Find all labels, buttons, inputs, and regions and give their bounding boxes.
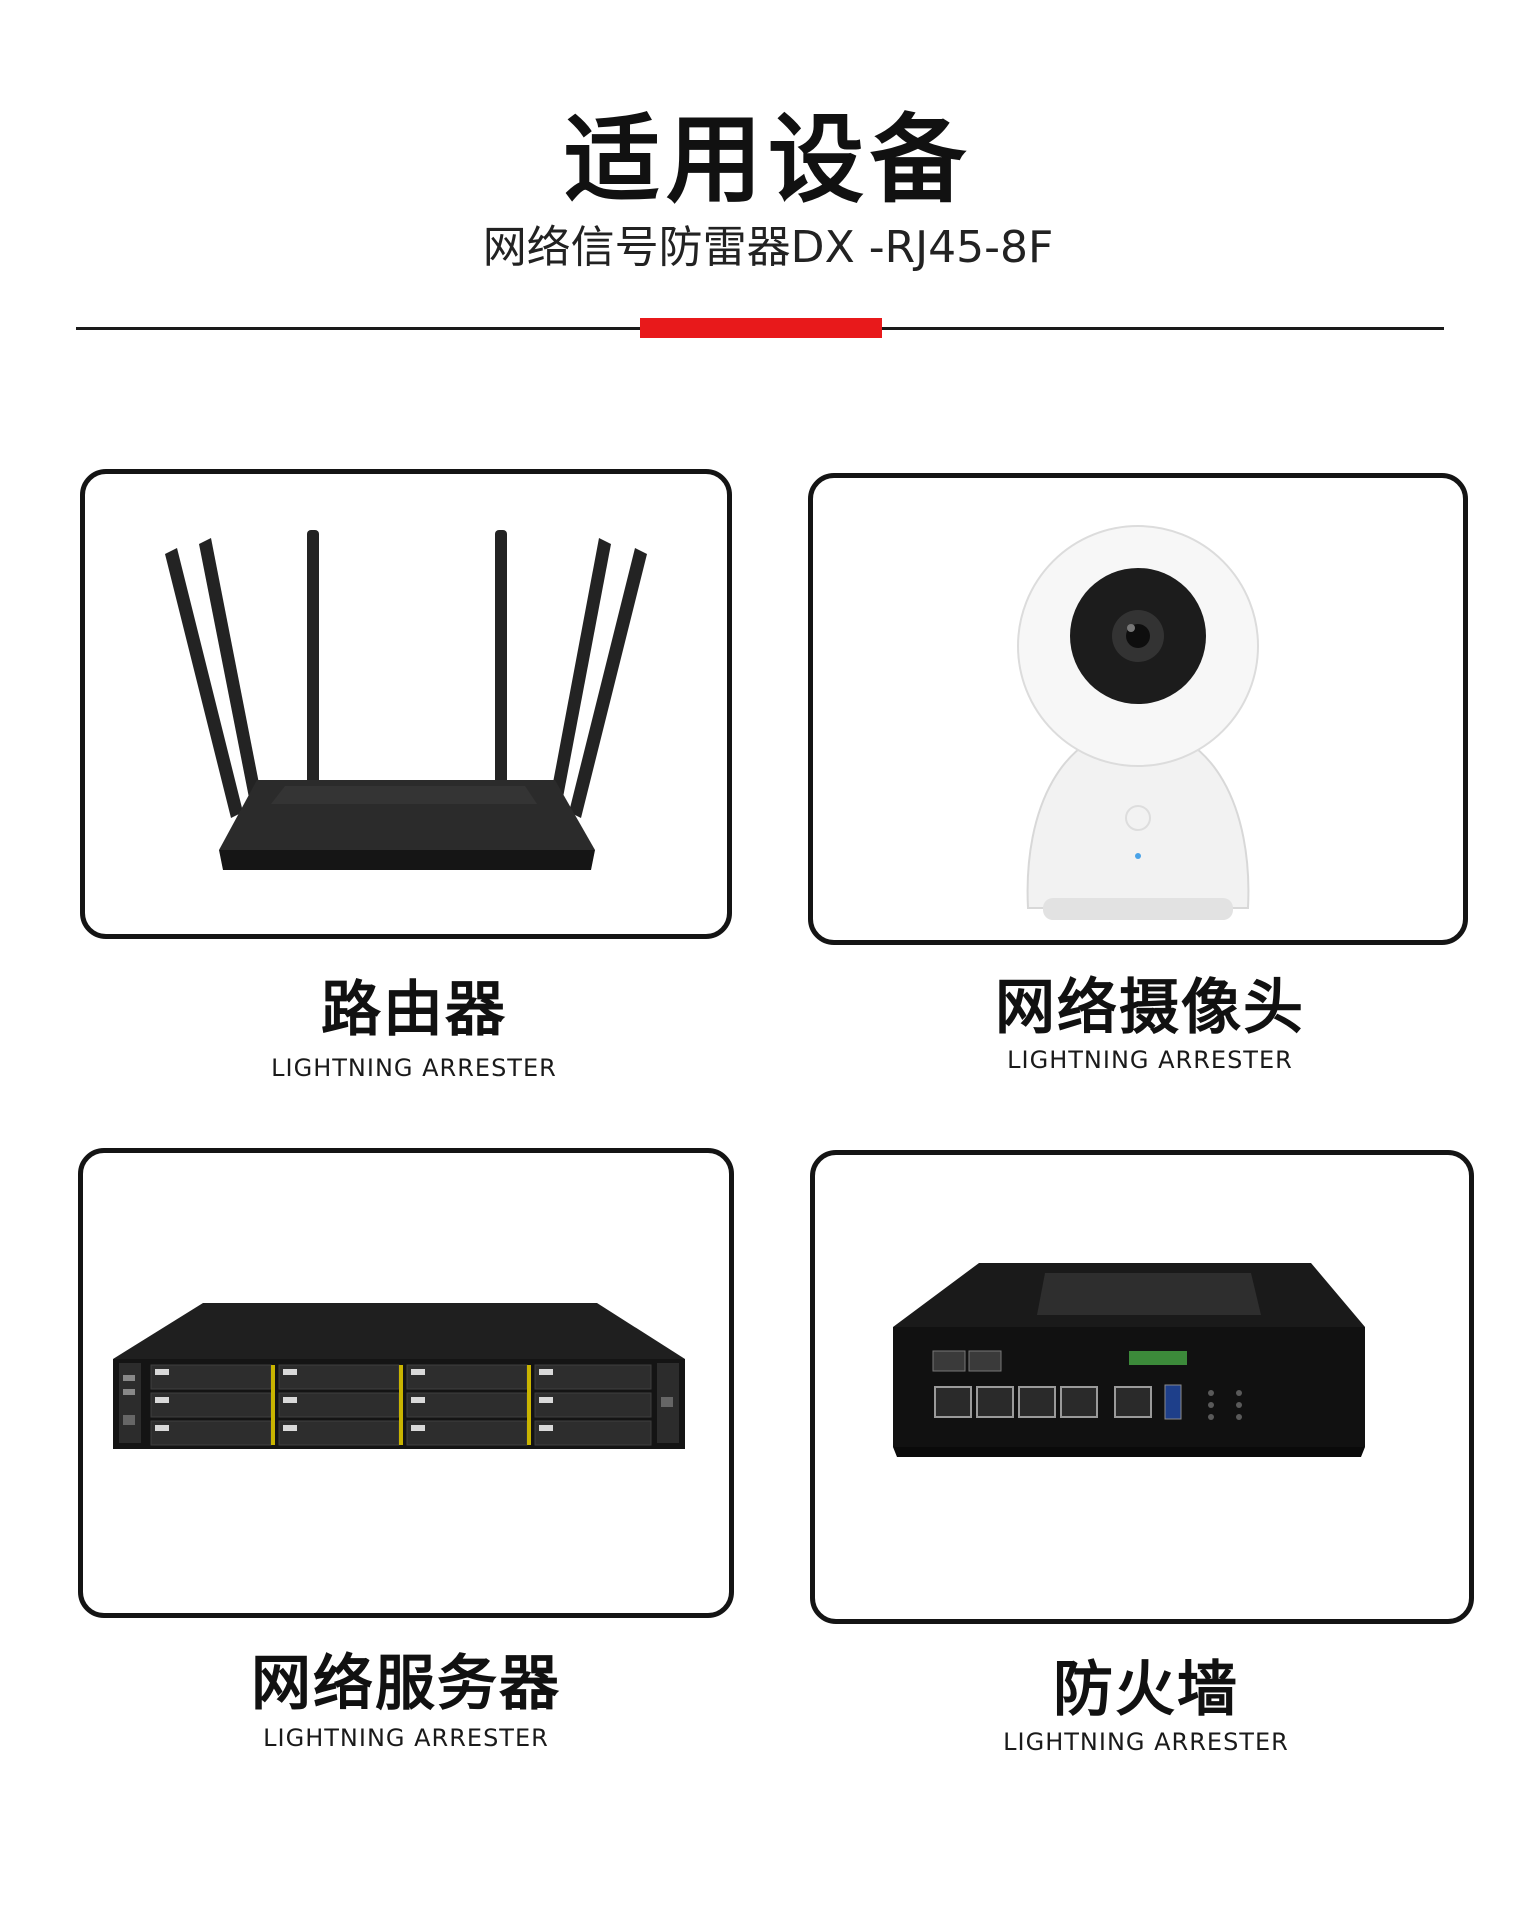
device-name-router: 路由器 <box>321 975 507 1045</box>
device-caption-firewall: LIGHTNING ARRESTER <box>1003 1728 1289 1756</box>
page-title: 适用设备 <box>564 104 972 216</box>
firewall-appliance-icon <box>893 1263 1365 1457</box>
ip-camera-icon <box>1017 525 1259 920</box>
device-card-ip-camera <box>808 473 1468 945</box>
device-name-ip-camera: 网络摄像头 <box>995 973 1305 1043</box>
router-icon <box>165 530 647 870</box>
device-card-rack-server <box>78 1148 734 1618</box>
device-caption-router: LIGHTNING ARRESTER <box>271 1054 557 1082</box>
device-name-firewall: 防火墙 <box>1053 1655 1239 1725</box>
device-caption-ip-camera: LIGHTNING ARRESTER <box>1007 1046 1293 1074</box>
device-card-router <box>80 469 732 939</box>
device-card-firewall <box>810 1150 1474 1624</box>
device-name-rack-server: 网络服务器 <box>251 1649 561 1719</box>
device-caption-rack-server: LIGHTNING ARRESTER <box>263 1724 549 1752</box>
page-subtitle: 网络信号防雷器DX -RJ45-8F <box>482 222 1054 273</box>
divider-accent <box>640 318 882 338</box>
rack-server-icon <box>113 1303 685 1449</box>
